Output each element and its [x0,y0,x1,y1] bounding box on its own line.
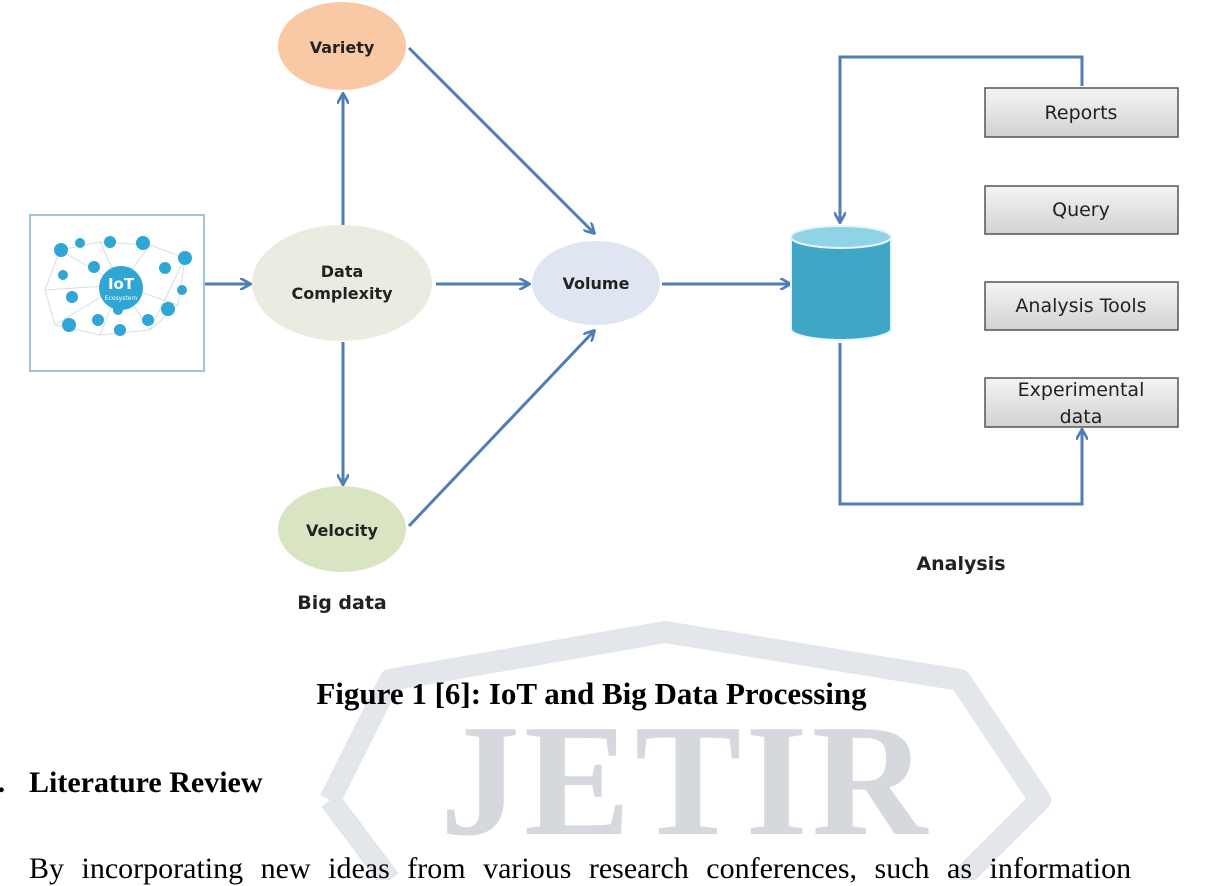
iot-hub-icon [99,266,143,310]
node-velocity: Velocity [278,486,406,572]
output-experimental-label-line1: Experimental [1018,379,1145,401]
iot-device-icons [54,236,192,336]
database-icon [790,225,892,341]
output-analysis-tools: Analysis Tools [984,281,1179,331]
analysis-label: Analysis [916,553,1005,575]
flow-arrows [204,46,1084,528]
body-paragraph-first-line: By incorporating new ideas from various … [29,852,1132,885]
iot-hub-label: IoT [108,275,135,293]
watermark-text: JETIR [440,691,932,869]
output-experimental-data: Experimental data [984,377,1179,428]
node-variety: Variety [278,2,406,90]
iot-hub-sublabel: Ecosystem [105,295,138,302]
section-heading: Literature Review [29,766,263,799]
node-volume-label: Volume [563,274,630,293]
node-data-complexity-label-line2: Complexity [291,284,393,303]
node-variety-label: Variety [310,38,375,57]
node-data-complexity-label-line1: Data [321,262,364,281]
iot-bigdata-diagram: IoT Ecosystem Variety Data Complexity Vo… [29,2,1179,614]
output-query-label: Query [1052,199,1110,221]
arrow-database-to-experimental [838,343,1082,506]
big-data-label: Big data [297,592,387,614]
node-data-complexity: Data Complexity [252,225,432,341]
output-experimental-label-line2: data [1060,406,1103,428]
node-velocity-label: Velocity [306,521,378,540]
output-query: Query [984,185,1179,235]
section-number: I. [0,766,5,800]
arrow-velocity-to-volume [407,331,594,528]
output-reports-label: Reports [1045,102,1118,124]
output-reports: Reports [984,87,1179,138]
arrow-variety-to-volume [407,46,594,233]
arrow-reports-to-database [840,55,1084,222]
iot-ecosystem-image: IoT Ecosystem [29,214,205,372]
figure-caption: Figure 1 [6]: IoT and Big Data Processin… [316,676,867,711]
output-analysis-tools-label: Analysis Tools [1015,295,1146,317]
node-volume: Volume [532,241,660,325]
